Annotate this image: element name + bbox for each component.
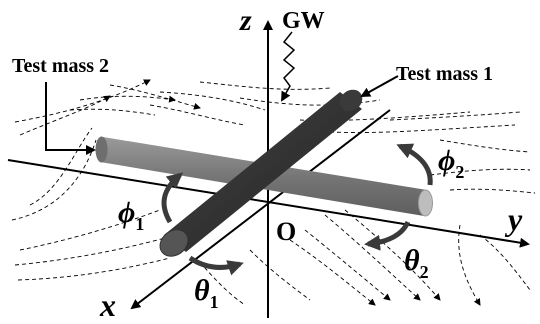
test-mass-1-rod (159, 89, 363, 257)
test-mass-2-label: Test mass 2 (12, 55, 109, 77)
y-axis-label: y (504, 201, 523, 237)
z-axis-label: z (239, 4, 252, 37)
phi2-rotation-arrow (396, 143, 433, 186)
theta2-rotation-arrow (364, 220, 411, 251)
phi1-label: ϕ1 (118, 196, 144, 234)
theta1-label: θ1 (194, 274, 219, 312)
test-mass-1-pointer (360, 75, 399, 97)
test-mass-1-end-cap (159, 229, 189, 257)
field-lines (11, 79, 536, 306)
phi2-label: ϕ2 (438, 144, 464, 182)
origin-label: O (276, 217, 296, 246)
test-mass-2-pointer (45, 82, 96, 155)
x-axis-line (130, 109, 391, 310)
theta1-rotation-arrow (188, 255, 244, 276)
rotation-arrows (161, 143, 433, 276)
test-mass-1-label: Test mass 1 (396, 63, 493, 85)
x-axis-label: x (99, 287, 116, 323)
test-mass-2-end-cap (418, 189, 433, 217)
phi1-rotation-arrow (161, 172, 184, 224)
gw-label: GW (282, 8, 325, 34)
gw-wave-arrow (281, 31, 296, 102)
theta2-label: θ2 (404, 244, 429, 282)
